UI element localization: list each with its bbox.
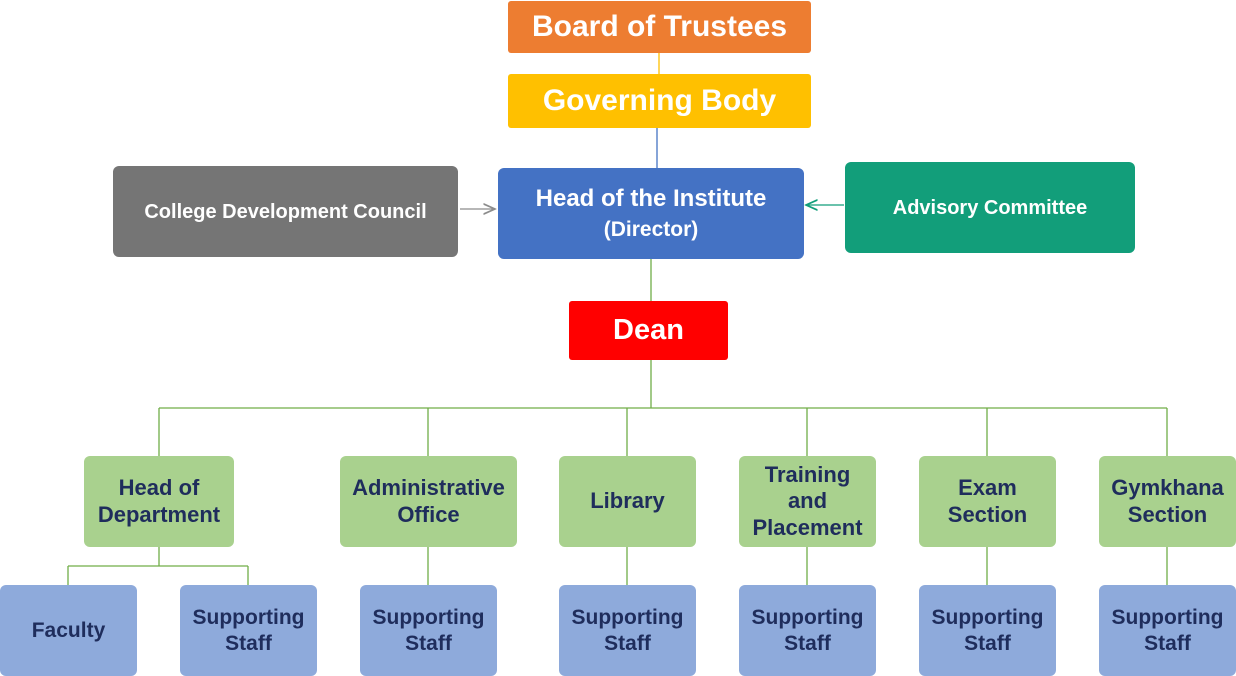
department-label-line: Administrative: [352, 475, 505, 501]
college-development-council-box: College Development Council: [113, 166, 458, 257]
staff-supporting-training: Supporting Staff: [739, 585, 876, 676]
staff-label-line: Staff: [964, 631, 1011, 655]
dean-label: Dean: [613, 314, 684, 347]
governing-body-box: Governing Body: [508, 74, 811, 128]
staff-label-line: Supporting: [192, 606, 305, 630]
staff-faculty: Faculty: [0, 585, 137, 676]
department-label-line: Exam: [958, 475, 1017, 501]
staff-label-line: Supporting: [372, 606, 485, 630]
staff-label-line: Staff: [604, 631, 651, 655]
staff-supporting-exam: Supporting Staff: [919, 585, 1056, 676]
staff-label-line: Staff: [405, 631, 452, 655]
advisory-committee-box: Advisory Committee: [845, 162, 1135, 253]
governing-body-label: Governing Body: [542, 84, 777, 117]
staff-label-line: Staff: [225, 631, 272, 655]
department-administrative-office: Administrative Office: [340, 456, 517, 547]
department-label-line: Head of: [118, 475, 200, 501]
department-label-line: Section: [947, 501, 1028, 527]
department-library: Library: [559, 456, 696, 547]
department-exam-section: Exam Section: [919, 456, 1056, 547]
department-label-line: Department: [97, 501, 221, 527]
staff-label-line: Supporting: [931, 606, 1044, 630]
head-of-institute-sublabel: (Director): [603, 218, 699, 242]
staff-supporting-hod: Supporting Staff: [180, 585, 317, 676]
staff-label-line: Supporting: [571, 606, 684, 630]
department-label-line: Placement: [752, 514, 863, 540]
dean-box: Dean: [569, 301, 728, 360]
department-label-line: and: [787, 488, 828, 514]
staff-label-line: Staff: [1144, 631, 1191, 655]
staff-supporting-admin: Supporting Staff: [360, 585, 497, 676]
department-head-of-department: Head of Department: [84, 456, 234, 547]
advisory-committee-label: Advisory Committee: [892, 196, 1088, 219]
board-of-trustees-box: Board of Trustees: [508, 1, 811, 53]
staff-label-line: Staff: [784, 631, 831, 655]
department-gymkhana-section: Gymkhana Section: [1099, 456, 1236, 547]
department-label-line: Library: [590, 488, 665, 514]
board-of-trustees-label: Board of Trustees: [531, 10, 788, 43]
department-label-line: Office: [397, 501, 460, 527]
staff-supporting-gymkhana: Supporting Staff: [1099, 585, 1236, 676]
staff-label-line: Supporting: [1111, 606, 1224, 630]
staff-label-line: Supporting: [751, 606, 864, 630]
department-label-line: Gymkhana: [1111, 475, 1224, 501]
college-development-council-label: College Development Council: [144, 200, 427, 223]
department-training-and-placement: Training and Placement: [739, 456, 876, 547]
department-label-line: Training: [764, 461, 851, 487]
staff-label-line: Faculty: [31, 618, 106, 642]
staff-supporting-library: Supporting Staff: [559, 585, 696, 676]
head-of-institute-label: Head of the Institute: [535, 184, 767, 212]
head-of-institute-box: Head of the Institute (Director): [498, 168, 804, 259]
department-label-line: Section: [1127, 501, 1208, 527]
